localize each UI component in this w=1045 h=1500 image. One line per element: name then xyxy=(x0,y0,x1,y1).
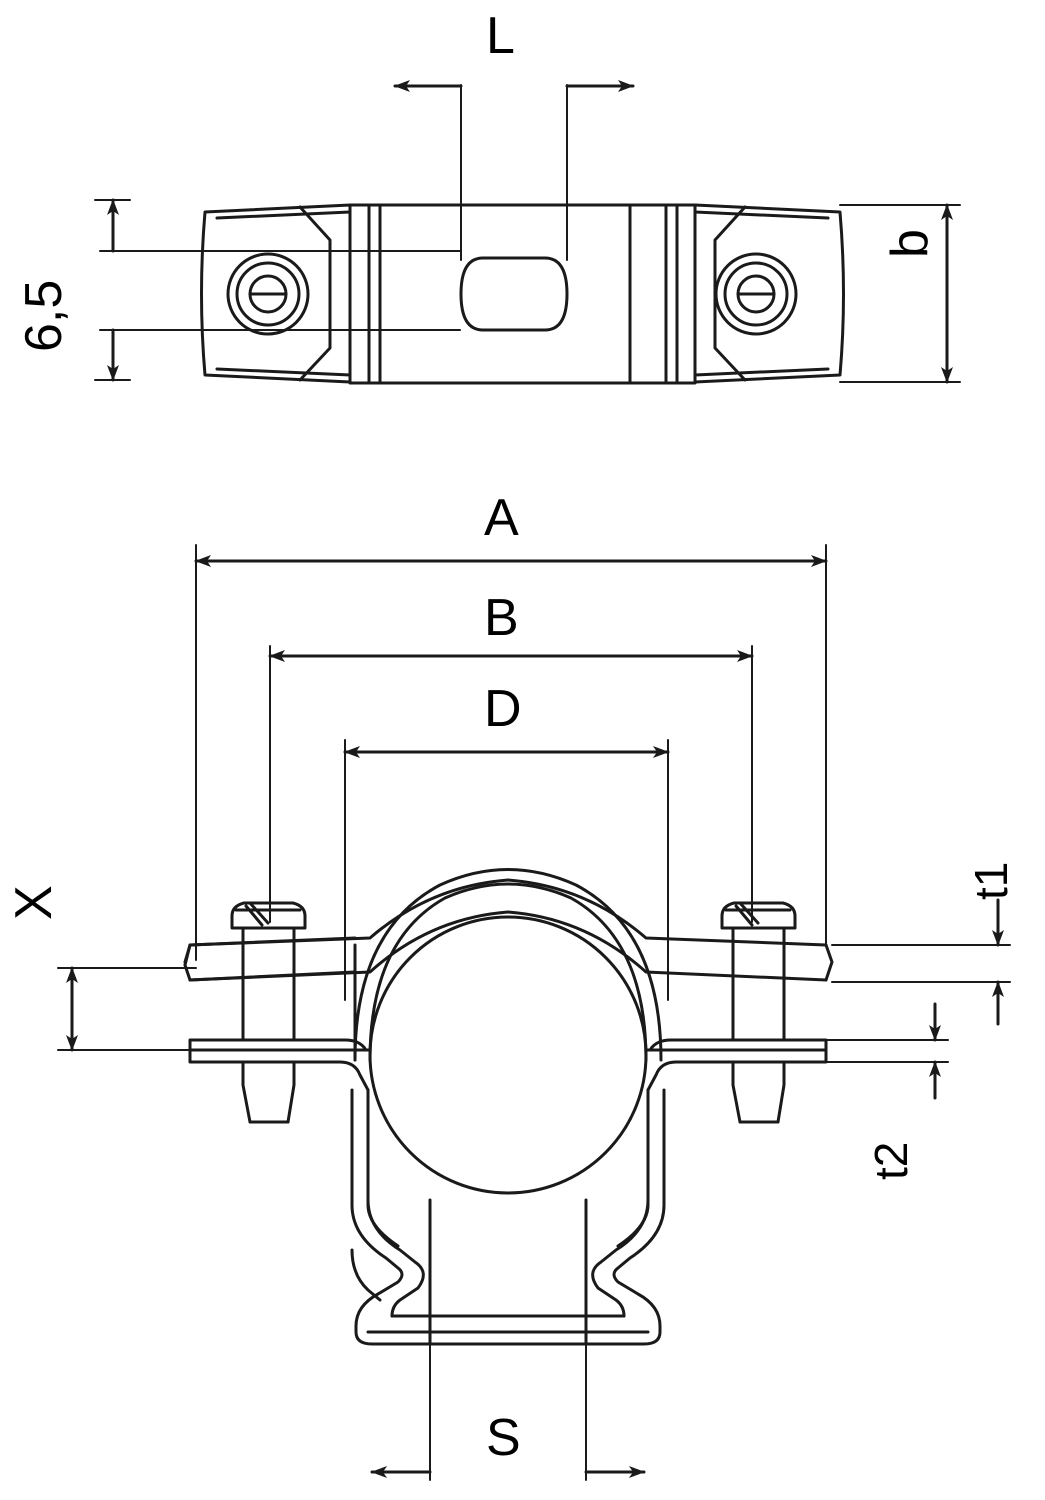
dimension-B xyxy=(268,645,754,923)
dimension-D xyxy=(343,739,670,1001)
dimension-label-b: b xyxy=(881,229,939,258)
dimension-label-t2: t2 xyxy=(865,1141,917,1180)
dimension-label-L: L xyxy=(486,7,515,65)
front-view-geometry xyxy=(183,868,834,1346)
dimension-label-D: D xyxy=(484,680,522,738)
dimension-label-X: X xyxy=(5,885,63,920)
dimension-A xyxy=(194,544,828,961)
dimension-t2 xyxy=(825,1002,949,1100)
dimension-label-t1: t1 xyxy=(965,861,1017,900)
dimension-X xyxy=(57,966,197,1052)
dimension-label-B: B xyxy=(484,589,519,647)
dimension-L xyxy=(393,80,635,261)
dimension-t1 xyxy=(831,898,1011,1026)
dimension-S xyxy=(370,1343,646,1481)
top-view-geometry xyxy=(200,203,845,385)
dimension-b xyxy=(839,203,961,384)
dimension-label-A: A xyxy=(484,489,519,547)
dimension-label-S: S xyxy=(486,1409,521,1467)
dimension-label-6-5: 6,5 xyxy=(15,279,73,352)
dimension-6-5 xyxy=(94,198,131,382)
